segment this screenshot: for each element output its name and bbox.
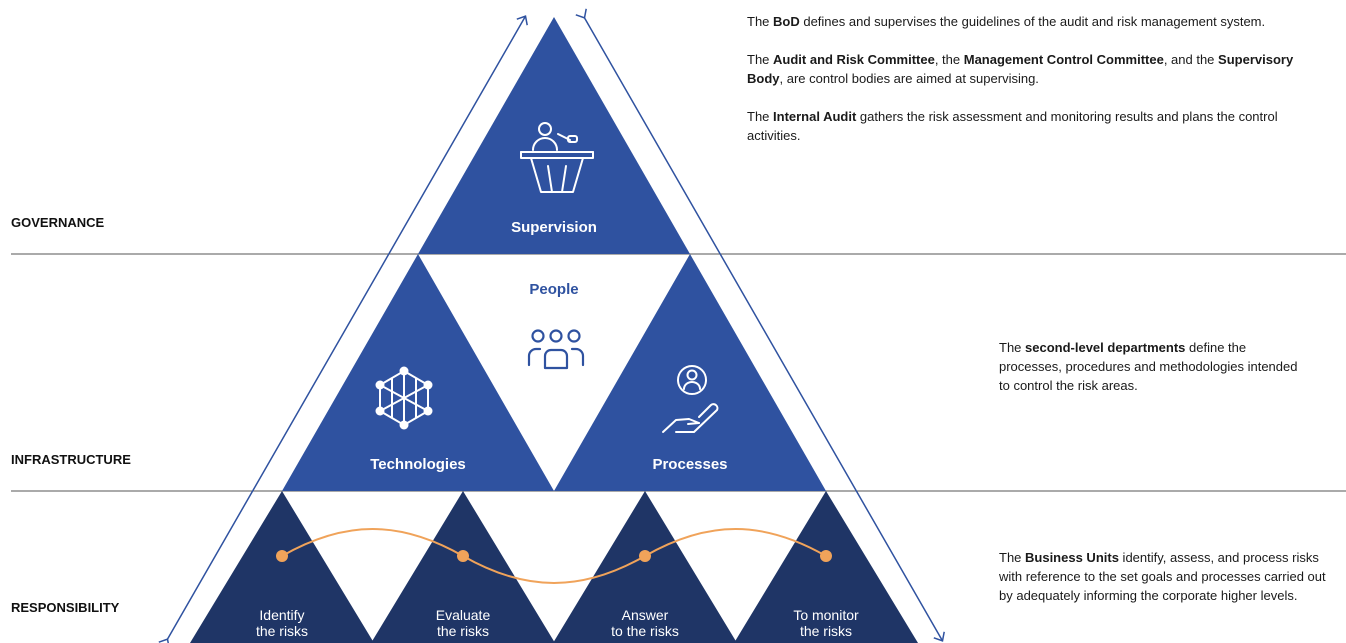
description-paragraph: The Internal Audit gathers the risk asse… bbox=[747, 107, 1327, 145]
emphasis-text: BoD bbox=[773, 14, 800, 29]
description-paragraph: The second-level departments define the … bbox=[999, 338, 1299, 395]
emphasis-text: Business Units bbox=[1025, 550, 1119, 565]
people-label: People bbox=[529, 281, 578, 298]
responsibility-description: The Business Units identify, assess, and… bbox=[999, 548, 1339, 624]
identify-label-line2: the risks bbox=[256, 623, 308, 639]
risk-cycle-wave bbox=[281, 528, 827, 584]
body-text: defines and supervises the guidelines of… bbox=[799, 14, 1266, 29]
body-text: The bbox=[747, 109, 774, 124]
description-paragraph: The Business Units identify, assess, and… bbox=[999, 548, 1339, 605]
emphasis-text: Audit and Risk Committee bbox=[773, 52, 935, 67]
description-paragraph: The Audit and Risk Committee, the Manage… bbox=[747, 50, 1327, 88]
monitor-label-line2: the risks bbox=[800, 623, 852, 639]
infrastructure-description: The second-level departments define the … bbox=[999, 338, 1299, 414]
emphasis-text: Management Control Committee bbox=[963, 52, 1164, 67]
emphasis-text: Internal Audit bbox=[773, 109, 857, 124]
network-node-dots bbox=[375, 366, 433, 430]
level-label-governance: GOVERNANCE bbox=[11, 215, 105, 230]
wave-dot bbox=[820, 550, 832, 562]
emphasis-text: Supervisory Body bbox=[747, 52, 1294, 86]
left-double-arrow bbox=[158, 15, 528, 643]
governance-description: The BoD defines and supervises the guide… bbox=[747, 12, 1327, 164]
body-text: The bbox=[999, 340, 1026, 355]
evaluate-label-line1: Evaluate bbox=[436, 607, 491, 623]
wave-dot bbox=[457, 550, 469, 562]
body-text: The bbox=[999, 550, 1026, 565]
evaluate-label-line2: the risks bbox=[437, 623, 489, 639]
network-hexagon-icon bbox=[379, 369, 429, 427]
emphasis-text: second-level departments bbox=[1025, 340, 1186, 355]
right-double-arrow bbox=[575, 8, 945, 642]
technologies-label: Technologies bbox=[370, 456, 466, 473]
body-text: , and the bbox=[1163, 52, 1219, 67]
wave-dot bbox=[639, 550, 651, 562]
people-group-icon bbox=[527, 329, 585, 370]
wave-dot bbox=[276, 550, 288, 562]
level-label-responsibility: RESPONSIBILITY bbox=[11, 600, 120, 615]
body-text: The bbox=[747, 52, 774, 67]
body-text: The bbox=[747, 14, 774, 29]
answer-label-line2: to the risks bbox=[611, 623, 679, 639]
level-label-infrastructure: INFRASTRUCTURE bbox=[11, 452, 131, 467]
description-paragraph: The BoD defines and supervises the guide… bbox=[747, 12, 1327, 31]
body-text: gathers the risk assessment and monitori… bbox=[747, 109, 1278, 143]
monitor-label-line1: To monitor bbox=[793, 607, 859, 623]
hand-person-icon bbox=[662, 365, 719, 433]
body-text: define the processes, procedures and met… bbox=[999, 340, 1298, 393]
body-text: , are control bodies are aimed at superv… bbox=[779, 71, 1039, 86]
body-text: identify, assess, and process risks with… bbox=[999, 550, 1326, 603]
identify-label-line1: Identify bbox=[259, 607, 304, 623]
speaker-podium-icon bbox=[520, 122, 594, 193]
supervision-label: Supervision bbox=[511, 219, 597, 236]
body-text: , the bbox=[934, 52, 964, 67]
processes-label: Processes bbox=[652, 456, 727, 473]
answer-label-line1: Answer bbox=[622, 607, 669, 623]
